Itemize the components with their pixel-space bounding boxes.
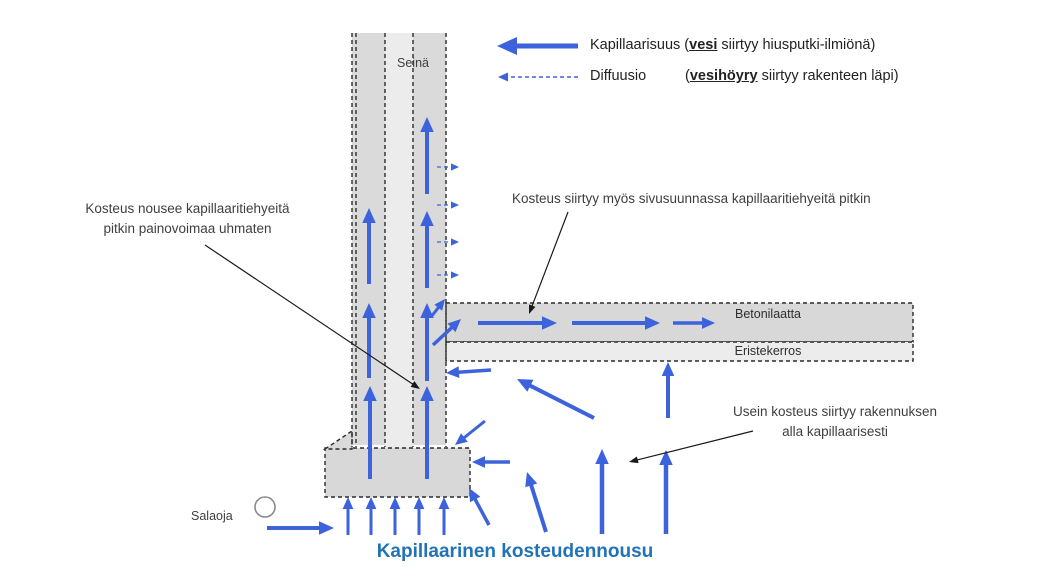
under-note-line1: Usein kosteus siirtyy rakennuksen	[732, 404, 938, 419]
insulation-layer-label: Eristekerros	[734, 344, 802, 358]
legend-diffusion-label: Diffuusio (vesihöyry siirtyy rakenteen lä…	[590, 68, 899, 84]
drain-label: Salaoja	[191, 509, 233, 523]
left-note: Kosteus nousee kapillaaritiehyeitä pitki…	[60, 199, 315, 238]
legend-capillarity-label: Kapillaarisuus (vesi siirtyy hiusputki-i…	[590, 37, 875, 53]
legend-diffusion-prefix: (	[685, 68, 690, 84]
legend-capillarity-suffix: siirtyy hiusputki-ilmiönä)	[717, 37, 876, 53]
legend-capillarity-emphasis: vesi	[689, 37, 718, 53]
under-note-line2: alla kapillaarisesti	[782, 423, 888, 439]
side-note: Kosteus siirtyy myös sivusuunnassa kapil…	[512, 191, 871, 206]
legend-diffusion-suffix: siirtyy rakenteen läpi)	[757, 68, 899, 84]
concrete-slab-label: Betonilaatta	[734, 307, 802, 321]
legend-capillarity-prefix: Kapillaarisuus (	[590, 37, 690, 53]
diagram-title: Kapillaarinen kosteudennousu	[376, 541, 654, 562]
left-note-line1: Kosteus nousee kapillaaritiehyeitä	[85, 201, 290, 216]
wall-label: Seinä	[397, 56, 429, 70]
legend-diffusion-name: Diffuusio	[590, 68, 647, 84]
legend-diffusion-emphasis: vesihöyry	[689, 68, 758, 84]
under-note: Usein kosteus siirtyy rakennuksen alla k…	[710, 402, 960, 441]
left-note-line2: pitkin painovoimaa uhmaten	[103, 220, 272, 236]
